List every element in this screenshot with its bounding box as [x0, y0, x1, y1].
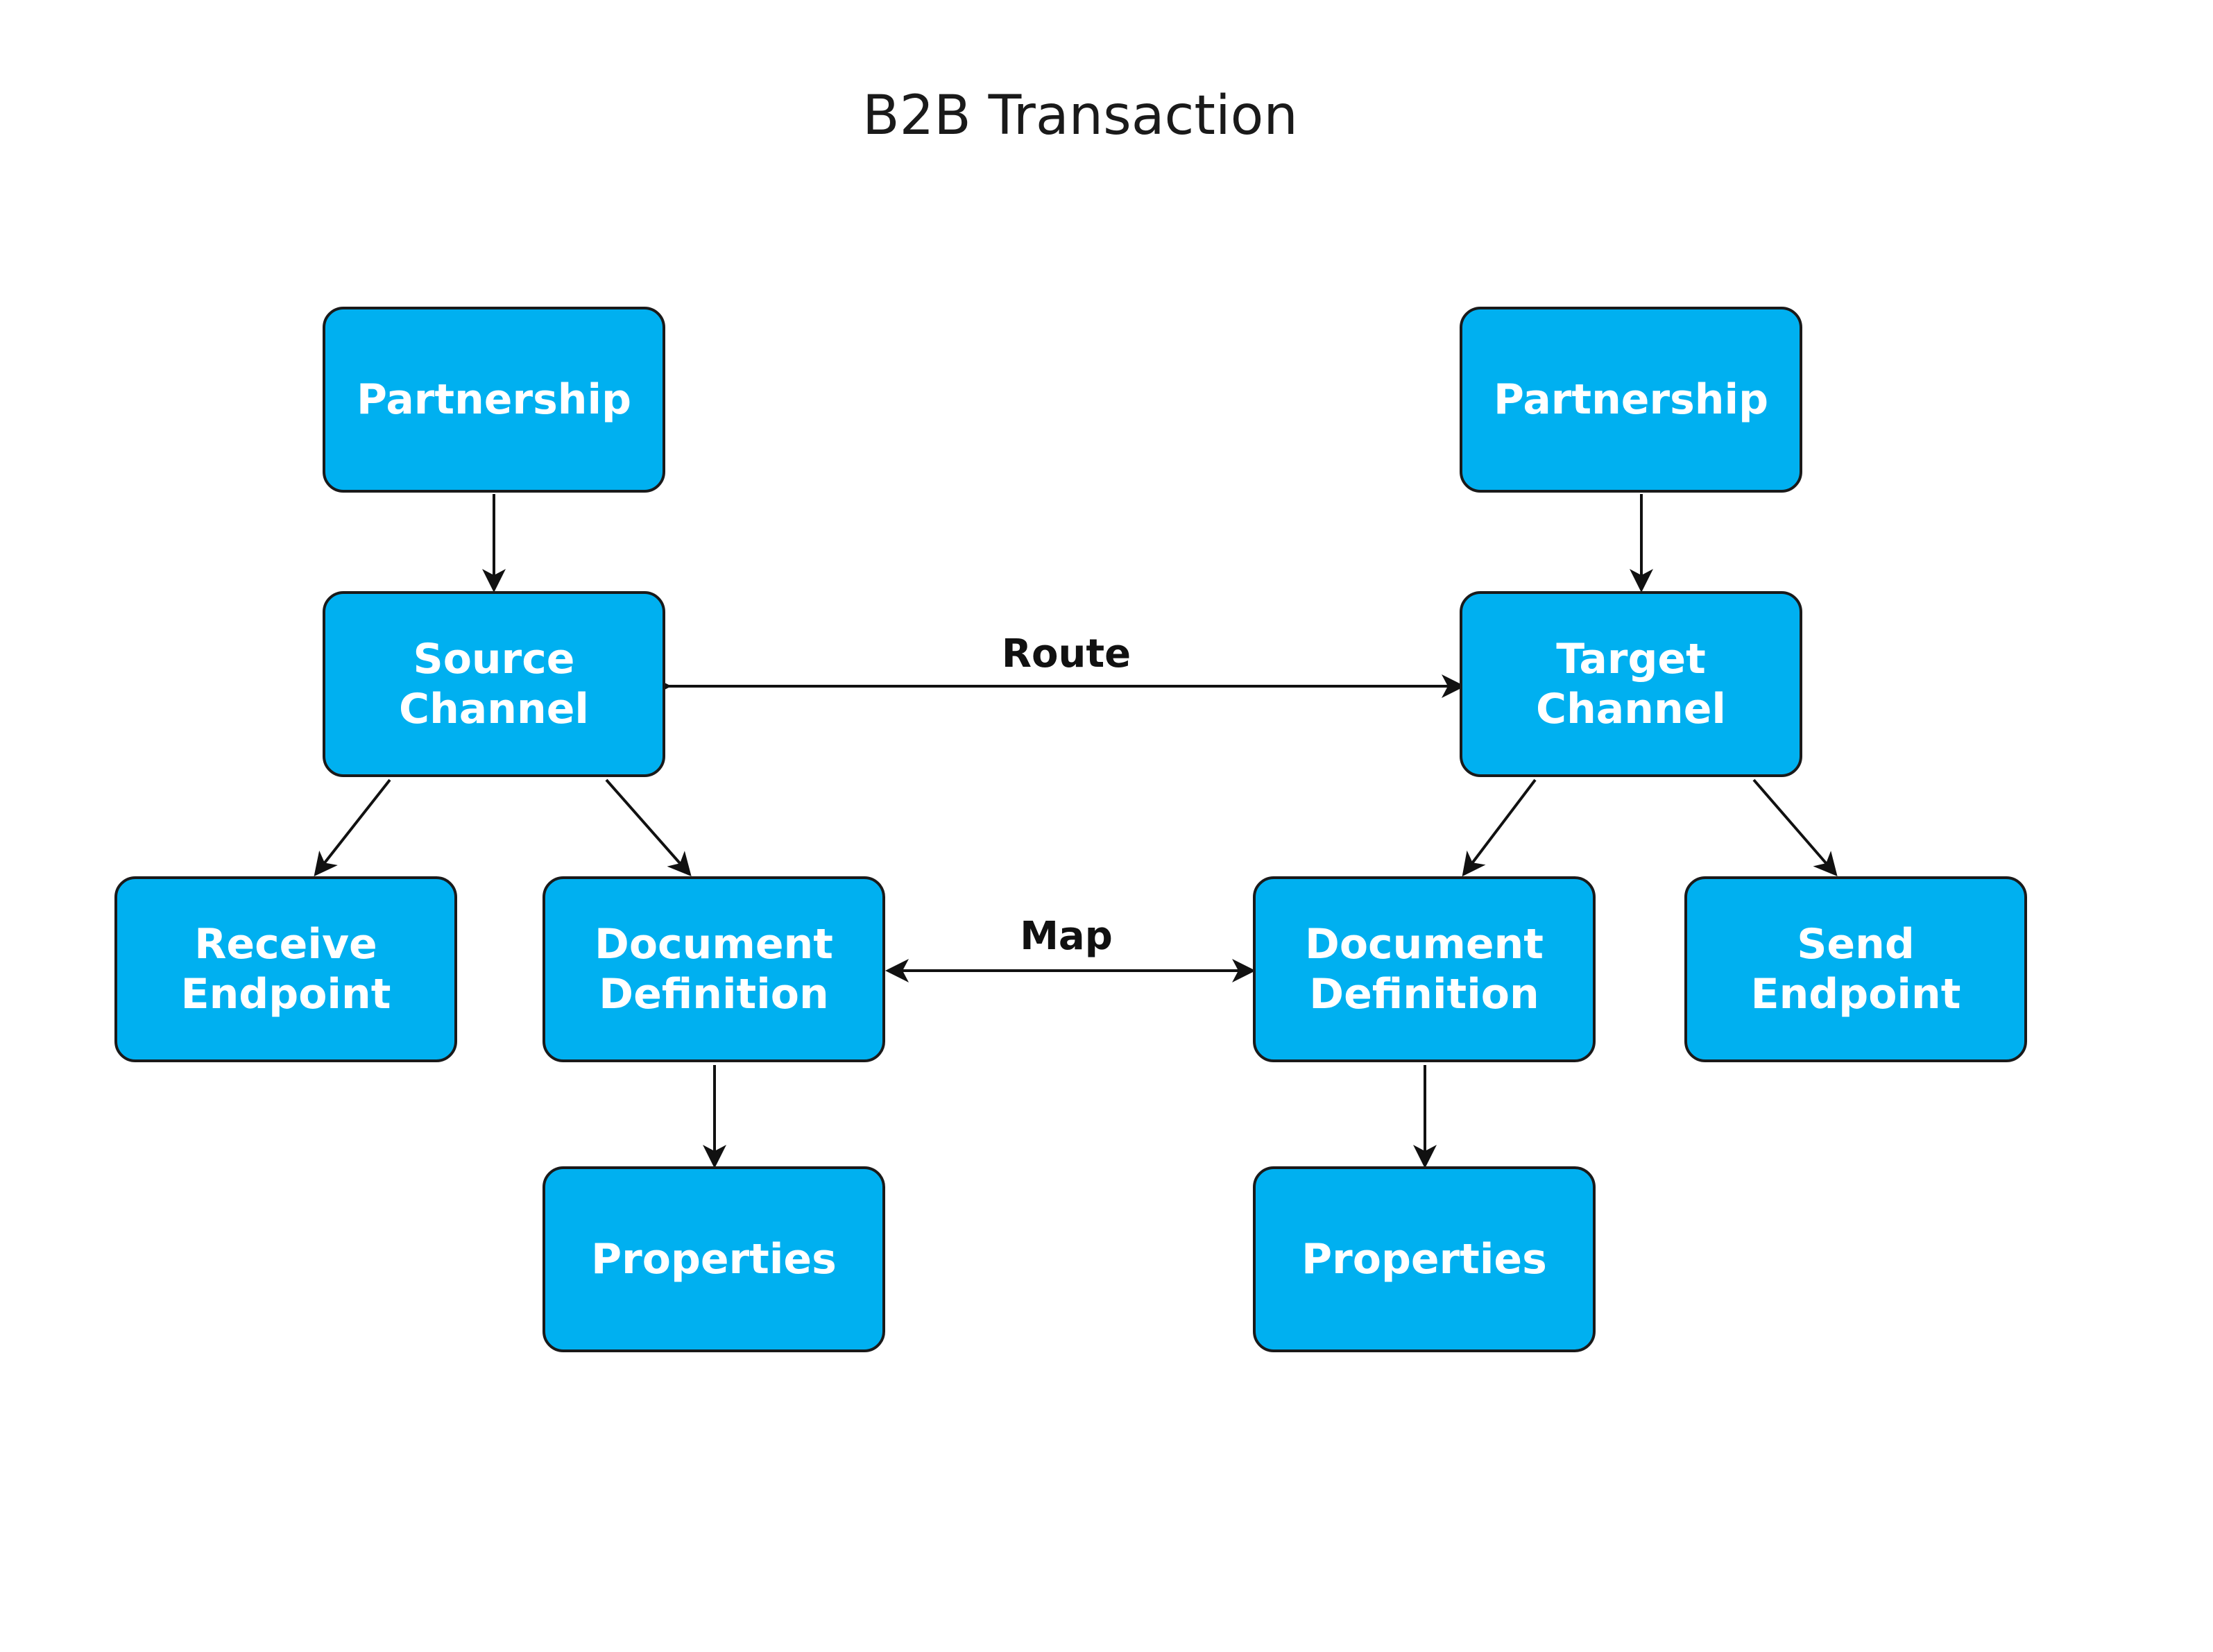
- edge-source-channel-to-receive-endpoint: [314, 778, 391, 877]
- properties-node-right: Properties: [1253, 1166, 1596, 1352]
- target-channel-node: Target Channel: [1460, 591, 1802, 777]
- partnership-node-right: Partnership: [1460, 307, 1802, 493]
- edge-target-channel-to-document-definition: [1462, 778, 1537, 877]
- source-channel-node: Source Channel: [323, 591, 665, 777]
- document-definition-node-left: Document Definition: [542, 876, 885, 1062]
- document-definition-node-right: Document Definition: [1253, 876, 1596, 1062]
- edge-target-channel-to-send-endpoint: [1752, 778, 1838, 877]
- send-endpoint-node: Send Endpoint: [1684, 876, 2027, 1062]
- properties-node-left: Properties: [542, 1166, 885, 1352]
- receive-endpoint-node: Receive Endpoint: [114, 876, 457, 1062]
- map-label: Map: [1020, 914, 1113, 959]
- edge-source-channel-to-document-definition: [605, 778, 692, 876]
- diagram-title: B2B Transaction: [862, 85, 1298, 147]
- partnership-node-left: Partnership: [323, 307, 665, 493]
- route-label: Route: [1001, 631, 1131, 676]
